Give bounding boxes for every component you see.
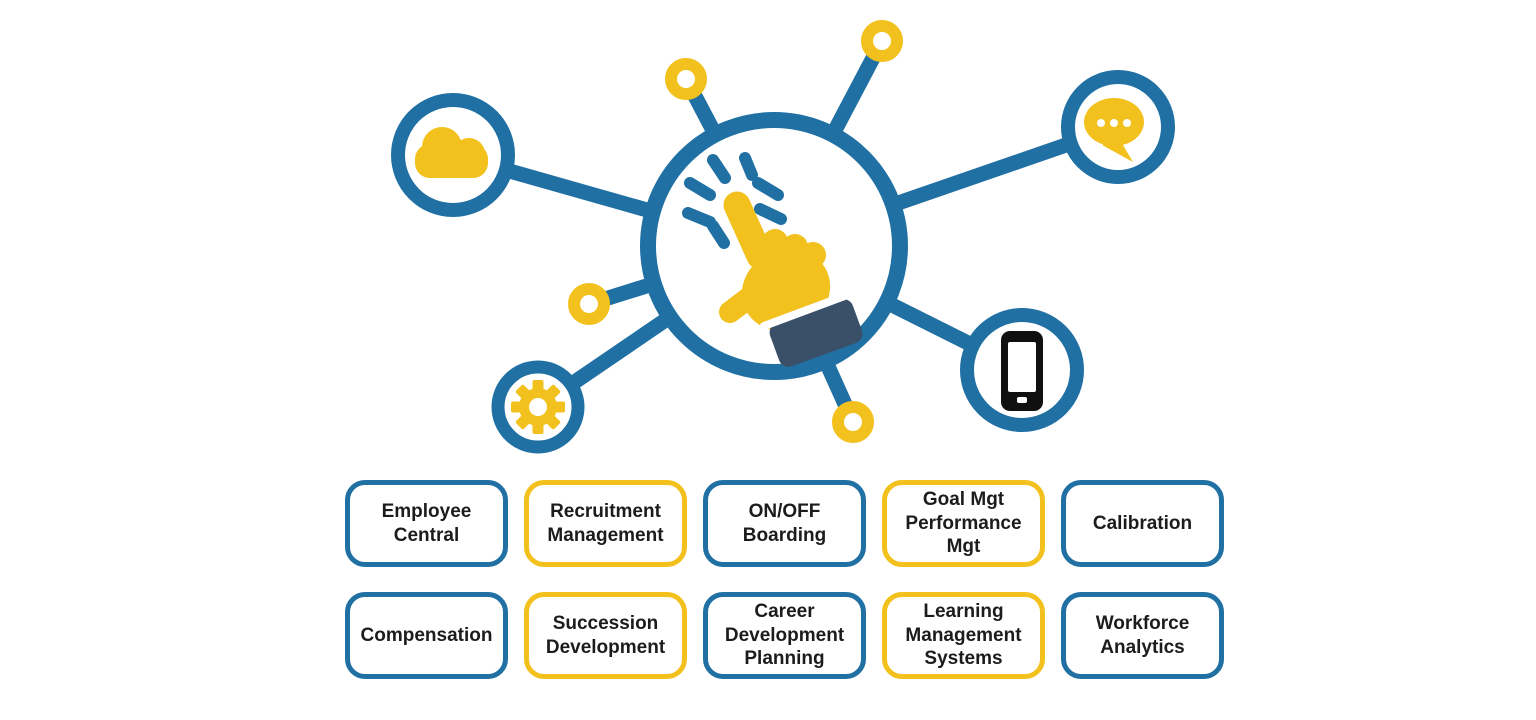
cloud-node [391,93,515,217]
module-box-learning-management-systems: Learning Management Systems [882,592,1045,679]
sleeve-cuff [769,299,863,367]
module-label: Workforce Analytics [1095,612,1190,658]
pointer-hand-icon [719,191,863,367]
module-box-recruitment-management: Recruitment Management [524,480,687,567]
ring-node-icon [665,58,707,100]
ring-nodes [568,20,903,443]
module-label: Goal Mgt Performance Mgt [905,488,1022,558]
module-grid-row-1: Employee Central Recruitment Management … [345,480,1224,567]
module-box-workforce-analytics: Workforce Analytics [1061,592,1224,679]
gear-node [491,360,585,454]
hub-spoke-diagram [391,20,1175,454]
module-grid-row-2: Compensation Succession Development Care… [345,592,1224,679]
ring-node-icon [861,20,903,62]
ring-node-icon [832,401,874,443]
smartphone-icon [1001,331,1043,411]
module-box-compensation: Compensation [345,592,508,679]
module-box-calibration: Calibration [1061,480,1224,567]
chat-bubble-icon [1084,98,1144,162]
chat-node [1061,70,1175,184]
module-box-goal-mgt-performance-mgt: Goal Mgt Performance Mgt [882,480,1045,567]
module-label: Calibration [1092,512,1193,534]
module-box-career-development-planning: Career Development Planning [703,592,866,679]
smartphone-node [960,308,1084,432]
module-label: Learning Management Systems [905,600,1022,670]
module-label: Employee Central [381,500,472,546]
module-label: Career Development Planning [724,600,845,670]
gear-icon [511,380,565,434]
ring-node-icon [568,283,610,325]
module-box-employee-central: Employee Central [345,480,508,567]
module-label: Compensation [360,624,493,646]
click-burst-icon [682,152,787,249]
module-label: Succession Development [545,612,666,658]
module-box-succession-development: Succession Development [524,592,687,679]
module-label: Recruitment Management [547,500,664,546]
module-box-on-off-boarding: ON/OFF Boarding [703,480,866,567]
module-label: ON/OFF Boarding [742,500,827,546]
cloud-icon [415,127,488,178]
